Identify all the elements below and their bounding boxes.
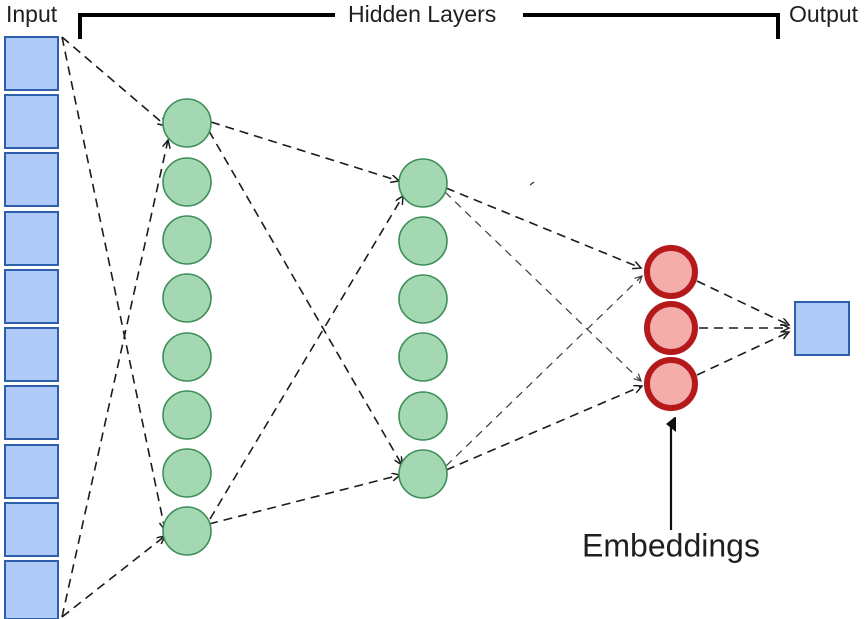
- hidden2-node[interactable]: [398, 391, 448, 441]
- embedding-layer: [644, 245, 698, 411]
- hidden-layers-bracket: [78, 13, 780, 39]
- edge-emb-top-to-output: [696, 280, 789, 325]
- input-node[interactable]: [4, 269, 59, 324]
- input-node[interactable]: [4, 444, 59, 499]
- hidden1-node[interactable]: [162, 448, 212, 498]
- edges-input-to-hidden1: [61, 36, 168, 618]
- edge-h1-bottom-to-h2-bottom: [208, 475, 400, 525]
- output-node[interactable]: [794, 301, 850, 356]
- input-node[interactable]: [4, 385, 59, 440]
- hidden1-node[interactable]: [162, 506, 212, 556]
- hidden-layer-1: [162, 98, 212, 556]
- hidden1-node[interactable]: [162, 273, 212, 323]
- input-node[interactable]: [4, 211, 59, 266]
- hidden2-node[interactable]: [398, 274, 448, 324]
- edges-hidden1-to-hidden2: [208, 121, 403, 525]
- hidden1-node[interactable]: [162, 157, 212, 207]
- edge-input-bottom-to-h1-top: [61, 140, 168, 618]
- bracket-right-segment: [523, 13, 780, 39]
- hidden1-node[interactable]: [162, 390, 212, 440]
- embedding-node[interactable]: [644, 245, 698, 299]
- hidden2-node[interactable]: [398, 449, 448, 499]
- embeddings-label: Embeddings: [582, 527, 760, 563]
- output-label: Output: [789, 1, 859, 27]
- hidden-layer-2: [398, 158, 448, 499]
- embedding-node[interactable]: [644, 301, 698, 355]
- edge-emb-bottom-to-output: [696, 332, 789, 376]
- input-label: Input: [6, 1, 58, 27]
- input-node[interactable]: [4, 327, 59, 382]
- input-node[interactable]: [4, 152, 59, 207]
- input-layer: [4, 36, 59, 619]
- hidden-layers-label: Hidden Layers: [348, 1, 496, 27]
- edges-embedding-to-output: [696, 280, 789, 376]
- hidden2-node[interactable]: [398, 216, 448, 266]
- input-node[interactable]: [4, 36, 59, 91]
- edge-input-top-to-h1-bottom: [61, 36, 165, 530]
- edge-h2-top-to-emb-top: [445, 187, 641, 268]
- stray-dash-mark: [529, 181, 535, 186]
- input-node[interactable]: [4, 502, 59, 557]
- edge-h2-top-to-emb-bottom: [444, 191, 641, 381]
- hidden2-node[interactable]: [398, 332, 448, 382]
- edge-h1-top-to-h2-top: [210, 121, 399, 181]
- edge-h1-bottom-to-h2-top: [209, 196, 403, 520]
- edge-h2-bottom-to-emb-top: [445, 276, 642, 467]
- edge-input-bottom-to-h1-bottom: [61, 536, 165, 618]
- hidden1-node[interactable]: [162, 215, 212, 265]
- edge-h2-bottom-to-emb-bottom: [445, 386, 642, 471]
- bracket-left-segment: [78, 13, 335, 39]
- hidden2-node[interactable]: [398, 158, 448, 208]
- edge-input-top-to-h1-top: [61, 36, 166, 126]
- embeddings-callout: Embeddings: [582, 424, 760, 563]
- input-node[interactable]: [4, 94, 59, 149]
- input-node[interactable]: [4, 560, 59, 619]
- embedding-node[interactable]: [644, 357, 698, 411]
- edge-h1-top-to-h2-bottom: [208, 130, 402, 465]
- hidden1-node[interactable]: [162, 98, 212, 148]
- edges-hidden2-to-embedding: [444, 187, 642, 471]
- hidden1-node[interactable]: [162, 332, 212, 382]
